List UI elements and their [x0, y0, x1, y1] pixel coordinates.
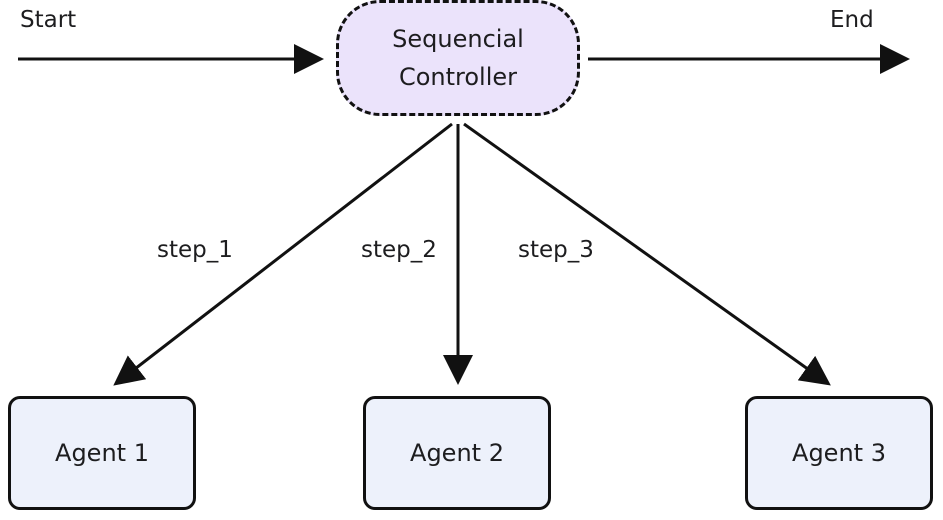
start-label: Start [20, 7, 77, 33]
end-label: End [830, 7, 874, 33]
agent-3-node: Agent 3 [745, 396, 933, 510]
agent-1-node: Agent 1 [8, 396, 196, 510]
step-3-label: step_3 [518, 237, 594, 263]
agent-3-label: Agent 3 [792, 439, 886, 467]
step-1-arrow [113, 122, 453, 386]
sequential-controller-node: Sequencial Controller [336, 0, 580, 116]
step-3-arrow [463, 122, 831, 386]
step-2-label: step_2 [361, 237, 437, 263]
controller-label-line-1: Sequencial [392, 25, 524, 53]
agent-2-node: Agent 2 [363, 396, 551, 510]
controller-label-line-2: Controller [398, 63, 518, 91]
agent-2-label: Agent 2 [410, 439, 504, 467]
agent-1-label: Agent 1 [55, 439, 149, 467]
step-1-label: step_1 [157, 237, 233, 263]
